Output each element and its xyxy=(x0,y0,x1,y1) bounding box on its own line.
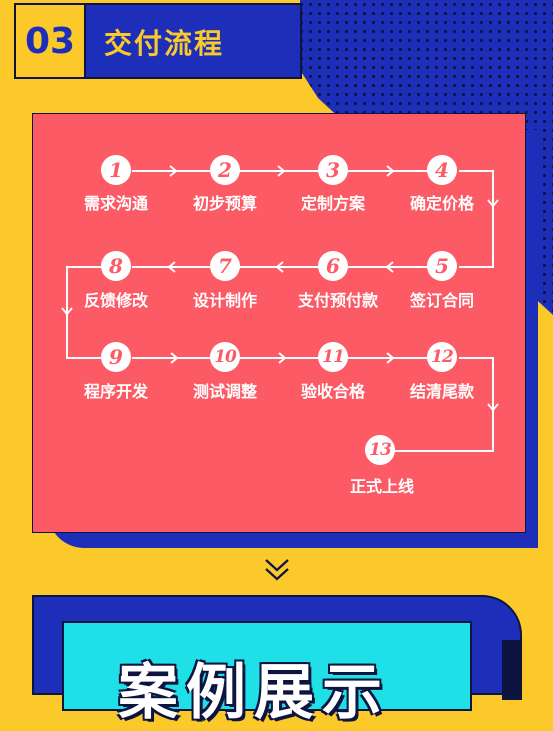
step-6-number: 6 xyxy=(318,251,348,281)
step-1-label: 需求沟通 xyxy=(83,194,149,213)
step-7-label: 设计制作 xyxy=(192,291,258,310)
step-11-label: 验收合格 xyxy=(300,382,366,401)
step-13-number: 13 xyxy=(365,435,395,465)
step-3-number: 3 xyxy=(318,155,348,185)
step-2-number: 2 xyxy=(210,155,240,185)
step-10-label: 测试调整 xyxy=(192,382,258,401)
step-2-label: 初步预算 xyxy=(192,194,258,213)
step-8-number: 8 xyxy=(101,251,131,281)
step-6-label: 支付预付款 xyxy=(297,291,379,310)
step-5-label: 签订合同 xyxy=(409,291,475,310)
section-title: 交付流程 xyxy=(104,27,225,60)
step-3-label: 定制方案 xyxy=(300,194,366,213)
showcase-title: 案例展示 xyxy=(118,658,390,728)
step-12-label: 结清尾款 xyxy=(409,382,475,401)
section-number: 03 xyxy=(14,3,86,79)
step-4-number: 4 xyxy=(427,155,457,185)
step-12-number: 12 xyxy=(427,342,457,372)
double-chevron-down-icon xyxy=(265,559,289,581)
step-5-number: 5 xyxy=(427,251,457,281)
step-4-label: 确定价格 xyxy=(409,194,475,213)
step-9-label: 程序开发 xyxy=(83,382,149,401)
step-9-number: 9 xyxy=(101,342,131,372)
step-11-number: 11 xyxy=(318,342,348,372)
step-10-number: 10 xyxy=(210,342,240,372)
step-1-number: 1 xyxy=(101,155,131,185)
flow-connectors xyxy=(61,165,499,452)
step-7-number: 7 xyxy=(210,251,240,281)
step-13-label: 正式上线 xyxy=(349,477,415,496)
showcase-frame-shadow xyxy=(502,640,522,700)
step-8-label: 反馈修改 xyxy=(83,291,149,310)
